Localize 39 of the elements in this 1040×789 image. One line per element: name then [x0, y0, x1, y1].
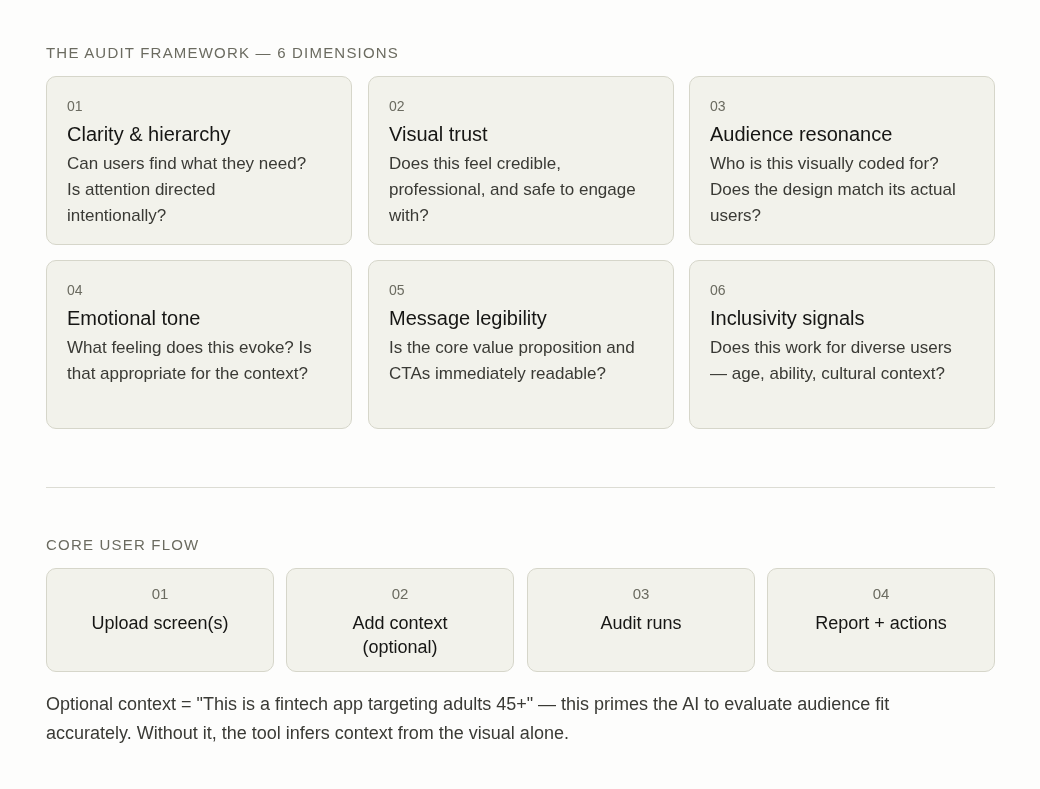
- step-number: 05: [389, 281, 405, 299]
- card-title: Audit runs: [599, 612, 683, 635]
- card-title: Audience resonance: [710, 122, 893, 146]
- note-text: Optional context = "This is a fintech app targeting adults 45+" — this primes the AI to evaluate audience fit accurately. Without it, the tool infers context from the visual alone.: [46, 693, 891, 745]
- card-title: Message legibility: [389, 306, 547, 330]
- flow-step-card: [46, 568, 274, 672]
- step-number: 04: [872, 585, 890, 603]
- card-title: Report + actions: [814, 612, 948, 635]
- card-description: Does this work for diverse users — age, ability, cultural context?: [710, 337, 953, 385]
- card-description: Does this feel credible, professional, and safe to engage with?: [389, 153, 637, 227]
- dimension-card: [689, 76, 995, 245]
- flow-step-card: [527, 568, 755, 672]
- card-title: Visual trust: [389, 122, 488, 146]
- card-title: Upload screen(s): [90, 612, 230, 635]
- dimension-card: [368, 260, 674, 429]
- dimension-card: [689, 260, 995, 429]
- flow-step-card: [767, 568, 995, 672]
- card-title: Clarity & hierarchy: [67, 122, 231, 146]
- flow-step-card: [286, 568, 514, 672]
- card-title: Emotional tone: [67, 306, 201, 330]
- step-number: 06: [710, 281, 726, 299]
- dimension-card: [368, 76, 674, 245]
- dimension-card: [46, 260, 352, 429]
- section-heading: CORE USER FLOW: [46, 535, 200, 555]
- step-number: 01: [151, 585, 169, 603]
- step-number: 02: [389, 97, 405, 115]
- card-description: What feeling does this evoke? Is that appropriate for the context?: [67, 337, 313, 385]
- card-description: Is the core value proposition and CTAs immediately readable?: [389, 337, 636, 385]
- card-title: Add context (optional): [351, 612, 449, 659]
- step-number: 02: [391, 585, 409, 603]
- step-number: 04: [67, 281, 83, 299]
- step-number: 03: [710, 97, 726, 115]
- step-number: 03: [632, 585, 650, 603]
- card-description: Can users find what they need? Is attention directed intentionally?: [67, 153, 308, 227]
- step-number: 01: [67, 97, 83, 115]
- dimension-card: [46, 76, 352, 245]
- section-heading: THE AUDIT FRAMEWORK — 6 DIMENSIONS: [46, 43, 400, 63]
- card-description: Who is this visually coded for? Does the design match its actual users?: [710, 153, 957, 227]
- card-title: Inclusivity signals: [710, 306, 865, 330]
